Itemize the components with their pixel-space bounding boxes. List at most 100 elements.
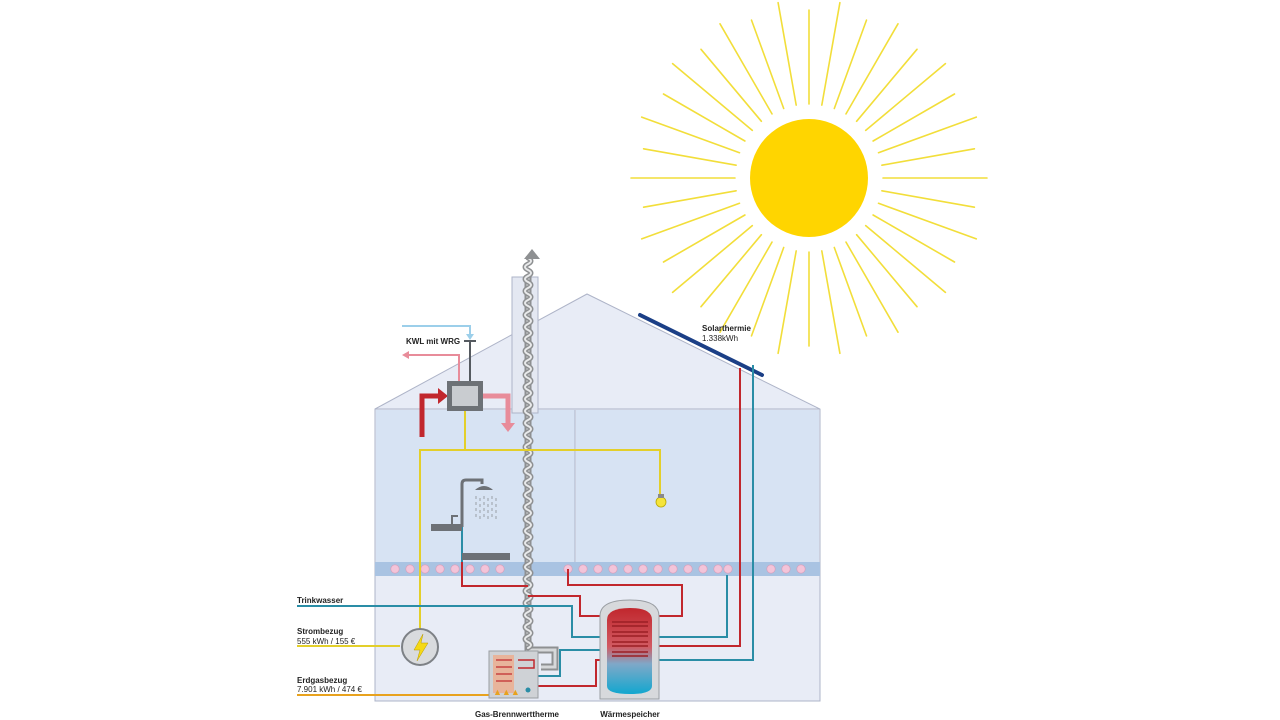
sun-ray (881, 148, 976, 166)
sun-ray (700, 48, 763, 123)
tank-coil (612, 641, 648, 647)
heating-pipe-dot (495, 564, 505, 574)
heating-pipe-dot (465, 564, 475, 574)
heating-pipe-dot (623, 564, 633, 574)
sun-rays (630, 1, 988, 355)
solar-panel (638, 313, 764, 377)
heating-pipe-dot (578, 564, 588, 574)
sun-ray (855, 48, 918, 123)
sun-ray (642, 148, 737, 166)
heating-pipe-dot (781, 564, 791, 574)
flame-icon: ▲▲▲ (493, 687, 520, 697)
flue-chimney (511, 249, 559, 671)
hot-water-to-shower (461, 562, 528, 587)
tank-heat-exchanger (612, 621, 648, 657)
boiler-icon: ▲▲▲ (488, 650, 539, 699)
supply-air-arrow-icon (438, 388, 448, 404)
fresh-air-duct (402, 325, 471, 336)
sun-ray (671, 224, 754, 294)
shower-water (475, 496, 497, 519)
boiler-return-coil (518, 659, 535, 669)
sun-ray (872, 214, 956, 263)
water-drop-icon (525, 687, 531, 693)
electric-riser (419, 449, 661, 630)
heating-pipe-dot (766, 564, 776, 574)
heating-pipe-dot (796, 564, 806, 574)
sun-ray (640, 116, 741, 154)
solar-title: Solarthermie (702, 324, 751, 333)
sun-ray (662, 214, 746, 263)
heating-pipe-dot (608, 564, 618, 574)
room-upper-left (376, 410, 575, 562)
sun-ray (833, 246, 868, 337)
solar-value: 1.338kWh (702, 334, 738, 343)
sun-ray (777, 1, 798, 106)
tank-coil (612, 621, 648, 627)
extract-air-arrow-icon (501, 423, 515, 432)
sun-ray (877, 116, 978, 154)
trinkwasser-label: Trinkwasser (297, 596, 343, 605)
sun-ray (662, 93, 746, 142)
strom-title: Strombezug (297, 627, 343, 636)
sun-ray (777, 250, 798, 355)
exhaust-arrow-icon (524, 249, 540, 259)
heating-pipe-dot (390, 564, 400, 574)
exhaust-air-arrow-icon (402, 351, 409, 359)
electric-wiring (297, 411, 667, 647)
sun-ray (750, 19, 785, 110)
boiler-return-line (536, 649, 612, 677)
extract-air (482, 393, 511, 425)
storage-hot-outlet (528, 595, 612, 617)
heating-flow-line (567, 569, 683, 617)
heating-pipe-dot (435, 564, 445, 574)
electricity-meter-icon (401, 628, 439, 666)
heating-pipe-dot (698, 564, 708, 574)
solar-return-line (650, 365, 754, 661)
sun-ray (700, 233, 763, 308)
lightning-icon (413, 633, 429, 662)
sun-ray (864, 62, 947, 132)
heating-pipe-dot (450, 564, 460, 574)
heating-pipe-dot (420, 564, 430, 574)
sun-ray (750, 246, 785, 337)
sun-ray (872, 93, 956, 142)
shower-icon (460, 478, 484, 527)
heating-return-line (650, 575, 728, 638)
tank-water (607, 608, 652, 694)
sun-ray (881, 190, 976, 208)
drinking-water-line (297, 605, 612, 638)
sun-ray (855, 233, 918, 308)
sun-ray (642, 190, 737, 208)
heating-pipe-dot (480, 564, 490, 574)
heating-pipe-dot (653, 564, 663, 574)
heating-pipe-dot (593, 564, 603, 574)
solar-flow-line (650, 368, 741, 647)
heating-pipe-dot (723, 564, 733, 574)
exhaust-wave-inner (524, 257, 532, 649)
strom-value: 555 kWh / 155 € (297, 637, 356, 646)
sun-icon (630, 1, 988, 355)
warm-supply-air (419, 393, 440, 437)
heating-pipe-dot (638, 564, 648, 574)
sink-faucet (451, 515, 458, 524)
sun-ray (671, 62, 754, 132)
sun-ray (640, 202, 741, 240)
bathroom-fixtures (431, 478, 510, 560)
sun-ray (877, 202, 978, 240)
sun-ray (820, 250, 841, 355)
ventilation-system (402, 325, 515, 437)
flue-pipe-inner (526, 275, 557, 669)
sun-disc (750, 119, 868, 237)
sink-icon (431, 524, 462, 531)
sun-ray (719, 241, 773, 334)
tank-coil (612, 651, 648, 657)
heating-pipe-dot (405, 564, 415, 574)
sun-ray (864, 224, 947, 294)
speicher-label: Wärmespeicher (600, 710, 660, 719)
kwl-label: KWL mit WRG (406, 337, 460, 346)
heating-pipe-dot (683, 564, 693, 574)
heating-pipe-dot (668, 564, 678, 574)
cold-water-lines (297, 365, 754, 677)
room-upper-right (576, 410, 819, 562)
